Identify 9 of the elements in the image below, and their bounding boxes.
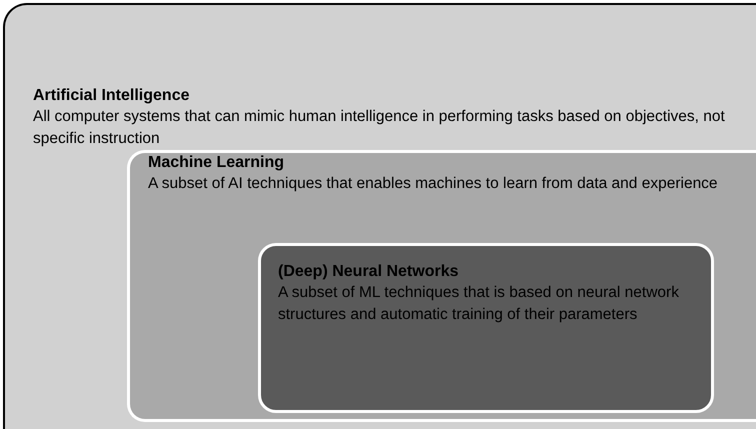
region-description: A subset of ML techniques that is based on neural network structures and automatic training of their parameters bbox=[278, 283, 680, 324]
inner-region bbox=[127, 150, 756, 422]
outer-region bbox=[3, 3, 756, 429]
core-region bbox=[258, 243, 714, 413]
region-description: All computer systems that can mimic human intelligence in performing tasks based on objectives, not specific instruction bbox=[33, 107, 726, 148]
region-heading: Artificial Intelligence bbox=[33, 86, 190, 106]
region-heading: (Deep) Neural Networks bbox=[278, 262, 460, 282]
region-heading: Machine Learning bbox=[148, 153, 286, 173]
region-description: A subset of AI techniques that enables machines to learn from data and experience bbox=[148, 174, 718, 194]
